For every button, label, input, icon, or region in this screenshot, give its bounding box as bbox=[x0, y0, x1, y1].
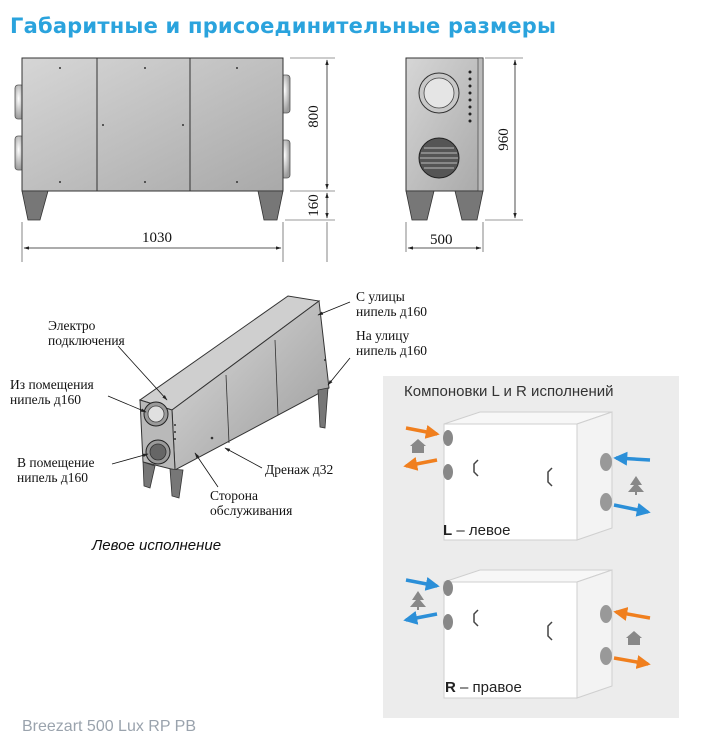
layouts-title: Компоновки L и R исполнений bbox=[404, 383, 614, 400]
label-electro: Электро подключения bbox=[48, 318, 125, 348]
dim-width-front: 1030 bbox=[142, 230, 172, 246]
page-title: Габаритные и присоединительные размеры bbox=[10, 14, 557, 38]
tree-icon bbox=[628, 476, 644, 495]
front-view bbox=[14, 57, 335, 262]
layout-l-code: L bbox=[443, 522, 453, 539]
footer-model-name: Breezart 500 Lux RP PB bbox=[22, 718, 197, 735]
label-to-room: В помещение нипель д160 bbox=[17, 455, 95, 485]
layout-r-label: R – правое bbox=[445, 679, 522, 696]
caption-left-version: Левое исполнение bbox=[92, 537, 222, 554]
label-from-street: С улицы нипель д160 bbox=[356, 289, 428, 319]
dim-width-side: 500 bbox=[430, 232, 453, 248]
layout-r-diagram bbox=[403, 569, 651, 699]
isometric-view bbox=[107, 295, 351, 499]
layout-l-diagram bbox=[403, 411, 651, 541]
house-icon bbox=[410, 439, 426, 453]
layout-r-code: R bbox=[445, 679, 456, 696]
tree-icon bbox=[410, 591, 426, 610]
label-from-room: Из помещения нипель д160 bbox=[10, 377, 94, 407]
label-service-side: Сторона обслуживания bbox=[210, 488, 293, 518]
label-to-street: На улицу нипель д160 bbox=[356, 328, 428, 358]
layout-l-label: L – левое bbox=[443, 522, 510, 539]
label-drain: Дренаж д32 bbox=[265, 462, 334, 477]
side-view bbox=[405, 57, 523, 252]
layout-r-text: – правое bbox=[455, 679, 522, 696]
house-icon bbox=[626, 631, 642, 645]
layout-l-text: – левое bbox=[452, 522, 511, 539]
